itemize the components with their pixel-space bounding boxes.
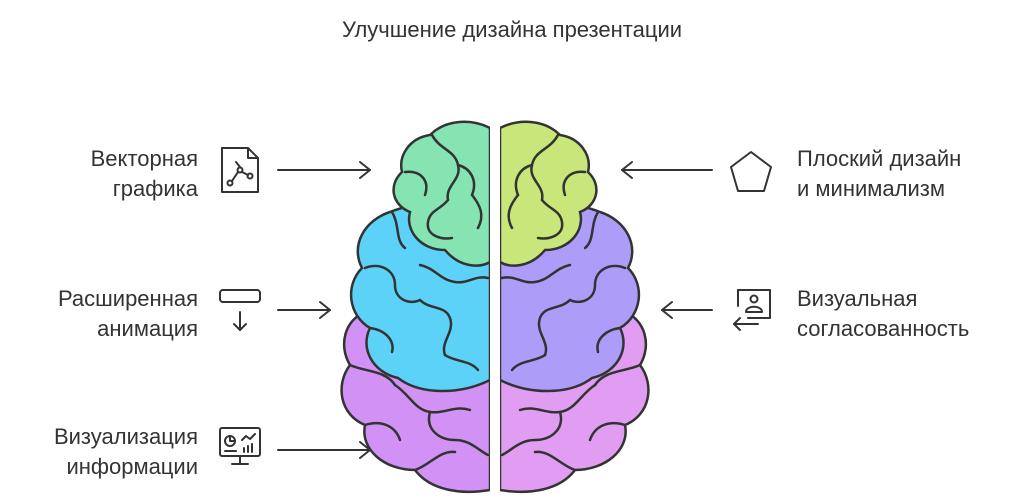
diagram-title: Улучшение дизайна презентации xyxy=(341,17,683,42)
label-visual-consistency: Визуальная согласованность xyxy=(797,286,970,341)
left-hemisphere xyxy=(340,120,490,494)
arrow-vector-graphics xyxy=(277,161,371,179)
arrow-visual-consistency xyxy=(661,301,713,319)
label-vector-graphics: Векторная графика xyxy=(90,146,198,201)
right-hemisphere xyxy=(500,120,650,494)
dashboard-monitor-icon xyxy=(219,427,261,465)
animation-icon xyxy=(219,289,261,331)
pentagon-icon xyxy=(730,151,772,192)
right-lobe-flat xyxy=(500,120,598,267)
user-badge-icon xyxy=(733,289,771,331)
arrow-advanced-animation xyxy=(277,301,331,319)
left-lobe-vector xyxy=(392,120,490,267)
label-information-visualization: Визуализация информации xyxy=(53,424,198,479)
vector-file-icon xyxy=(221,147,259,193)
arrow-flat-design xyxy=(621,161,713,179)
label-flat-design: Плоский дизайн и минимализм xyxy=(797,146,962,201)
label-advanced-animation: Расширенная анимация xyxy=(57,286,198,341)
arrow-information-visualization xyxy=(277,441,371,459)
